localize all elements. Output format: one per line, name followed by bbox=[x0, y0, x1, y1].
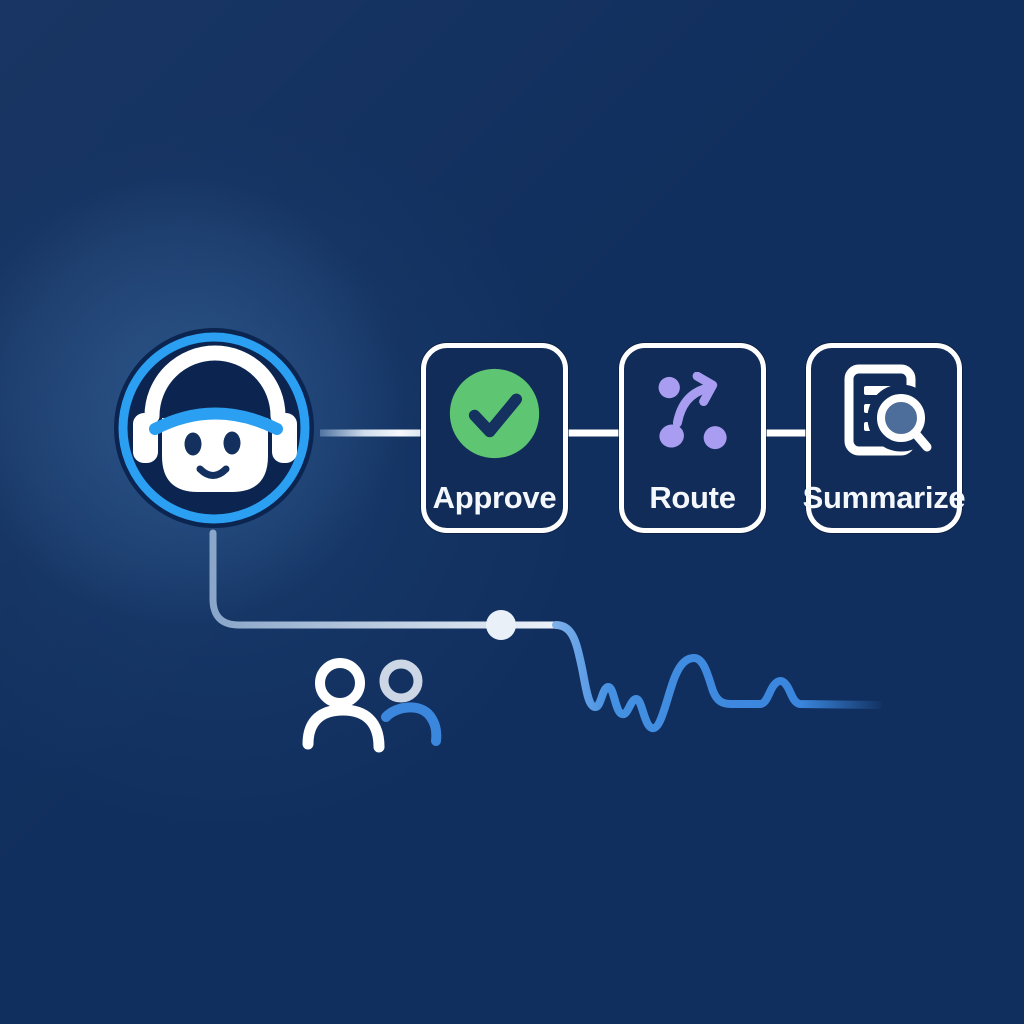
robot-eye-right bbox=[223, 431, 241, 455]
audio-waveform-line bbox=[552, 621, 882, 732]
headset-earcup-left bbox=[133, 413, 158, 463]
step-card-route[interactable]: Route bbox=[619, 343, 766, 533]
step-label: Route bbox=[649, 480, 736, 516]
avatar-ring bbox=[118, 332, 310, 524]
user-right-shoulders bbox=[381, 702, 442, 746]
step-card-approve[interactable]: Approve bbox=[421, 343, 568, 533]
robot-smile bbox=[196, 465, 230, 479]
check-circle-icon bbox=[447, 364, 542, 462]
headset-earcup-right bbox=[272, 413, 297, 463]
flow-line-agent-to-waveform bbox=[209, 529, 560, 629]
robot-eye-left bbox=[184, 432, 202, 456]
robot-visor bbox=[149, 407, 283, 435]
document-search-icon bbox=[834, 364, 934, 462]
two-people-icon bbox=[302, 658, 442, 753]
route-arrow-icon bbox=[652, 364, 734, 462]
step-label: Summarize bbox=[802, 480, 966, 516]
robot-face bbox=[162, 418, 268, 492]
step-card-summarize[interactable]: Summarize bbox=[803, 343, 966, 533]
user-right-head bbox=[379, 659, 423, 703]
headset-bot-avatar-icon bbox=[114, 328, 314, 528]
white-circle-node bbox=[486, 610, 516, 640]
user-left-head bbox=[315, 658, 365, 708]
user-left-shoulders bbox=[302, 704, 385, 753]
step-label: Approve bbox=[432, 480, 557, 516]
headset-band bbox=[144, 345, 286, 424]
